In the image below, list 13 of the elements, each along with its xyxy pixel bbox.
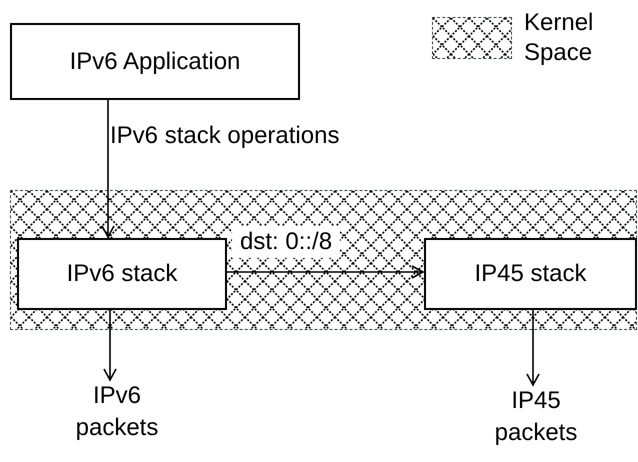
process-box [17,238,227,310]
output-label: IPv6 packets [57,380,177,450]
legend-label: Kernel Space [524,8,594,68]
process-box [424,238,637,310]
box-label: IP45 stack [474,259,587,289]
kernel-space-band [10,190,637,330]
process-box [10,23,300,100]
output-label: IP45 packets [476,385,596,455]
edge-label: dst: 0::/8 [232,226,340,258]
arrow [526,309,540,386]
arrow [101,100,115,238]
box-label: IPv6 stack [66,259,178,289]
box-label: IPv6 Application [70,46,240,76]
